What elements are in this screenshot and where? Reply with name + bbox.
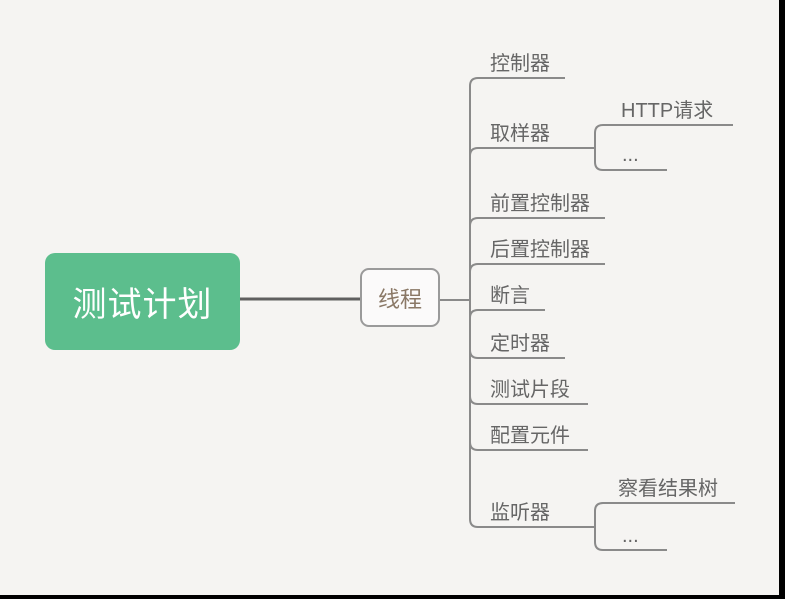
topic-test-fragment[interactable]: 测试片段 <box>490 379 570 401</box>
topic-assertion[interactable]: 断言 <box>490 285 530 307</box>
topic-thread-label: 线程 <box>377 286 422 312</box>
branch-line-controller <box>469 77 565 87</box>
topic-thread[interactable]: 线程 <box>360 268 440 327</box>
topic-sampler[interactable]: 取样器 <box>490 123 550 145</box>
branch-line-sampler <box>469 147 595 157</box>
branch-line-assertion <box>469 309 545 319</box>
topic-sampler-ellipsis[interactable]: ... <box>622 144 639 166</box>
branch-line-post-controller <box>469 263 605 273</box>
topic-config-element[interactable]: 配置元件 <box>490 425 570 447</box>
window-edge-bottom <box>0 595 785 599</box>
topic-pre-controller[interactable]: 前置控制器 <box>490 193 590 215</box>
branch-line-config-element <box>469 441 588 451</box>
topic-http-request[interactable]: HTTP请求 <box>621 100 714 122</box>
topic-listener-ellipsis[interactable]: ... <box>622 525 639 547</box>
window-edge-right <box>779 0 785 599</box>
root-topic-label: 测试计划 <box>72 286 213 324</box>
topic-view-results-tree[interactable]: 察看结果树 <box>618 478 718 500</box>
topic-timer[interactable]: 定时器 <box>490 333 550 355</box>
root-topic-test-plan[interactable]: 测试计划 <box>45 253 240 350</box>
subtree-listener-lines <box>594 502 735 551</box>
topic-controller[interactable]: 控制器 <box>490 53 550 75</box>
branch-line-pre-controller <box>469 217 605 227</box>
branch-line-timer <box>469 349 565 359</box>
branch-line-listener <box>469 518 595 528</box>
branch-line-test-fragment <box>469 395 588 405</box>
topic-listener[interactable]: 监听器 <box>490 502 550 524</box>
topic-post-controller[interactable]: 后置控制器 <box>490 239 590 261</box>
subtree-sampler-lines <box>594 124 733 171</box>
